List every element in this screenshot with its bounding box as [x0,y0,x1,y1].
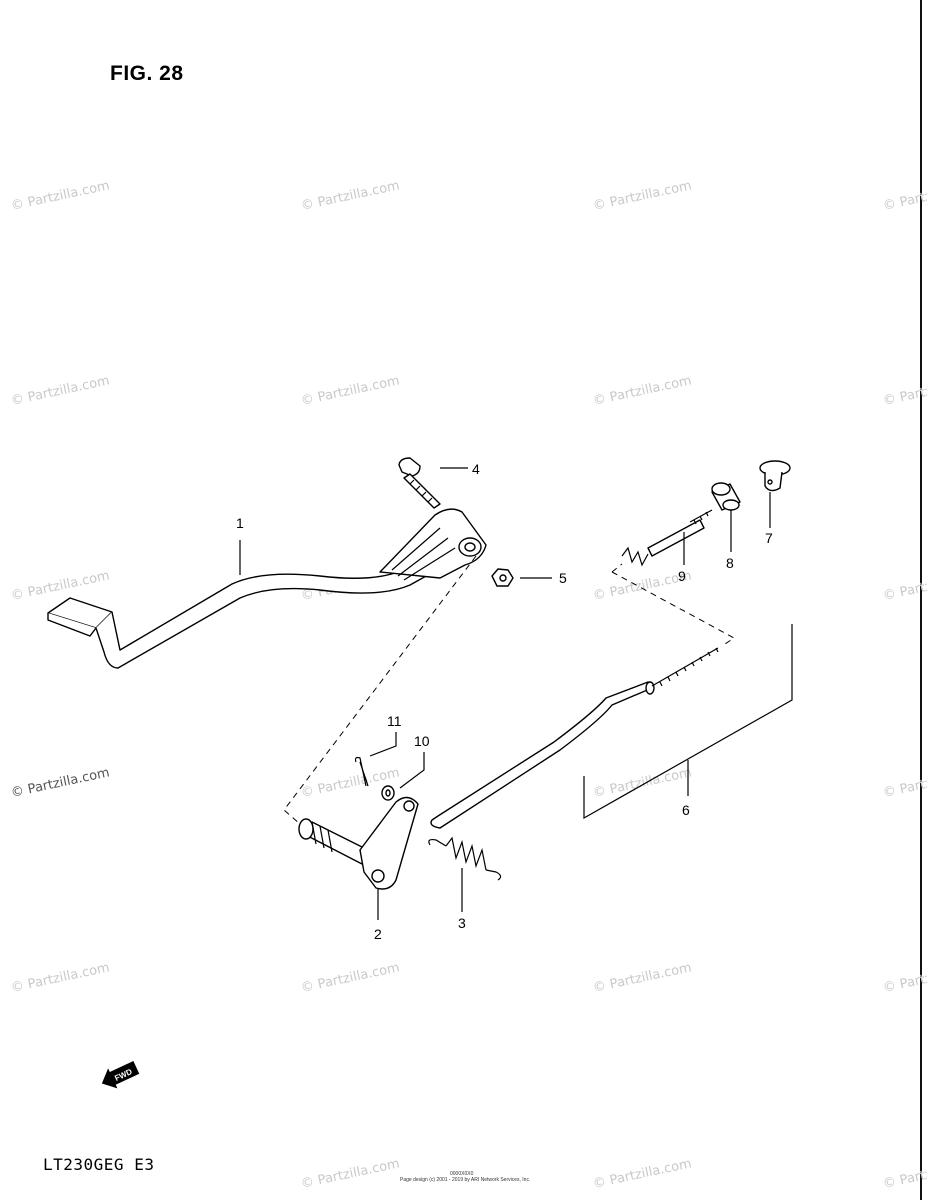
clevis-pin-part-7 [759,460,791,492]
watermark: © Partzilla.com [300,178,401,214]
callout-4: 4 [472,461,480,477]
bolt-part-4 [398,457,441,509]
nut-part-5 [491,568,514,587]
leader-lines [239,467,793,920]
watermark: © Partzilla.com [882,373,927,409]
callout-labels: 1 2 3 4 5 6 7 8 9 10 11 [236,461,773,942]
watermark: © Partzilla.com [882,765,927,801]
watermark: © Partzilla.com [10,960,111,996]
watermark: © Partzilla.com [882,1156,927,1192]
callout-6: 6 [682,802,690,818]
callout-7: 7 [765,530,773,546]
watermark: © Partzilla.com [592,178,693,214]
callout-8: 8 [726,555,734,571]
callout-10: 10 [414,733,430,749]
watermark: © Partzilla.com [592,960,693,996]
callout-1: 1 [236,515,244,531]
brake-rod-part-6 [430,647,719,829]
page-border [920,0,922,1200]
watermark: © Partzilla.com [592,373,693,409]
watermark: © Partzilla.com [300,373,401,409]
callout-11: 11 [387,713,402,729]
model-code: LT230GEG E3 [43,1155,155,1174]
watermark: © Partzilla.com [592,765,693,801]
watermark: © Partzilla.com [10,765,111,801]
watermark: © Partzilla.com [10,568,111,604]
footer-copyright: Page design (c) 2001 - 2019 by ARI Netwo… [400,1177,531,1183]
watermark: © Partzilla.com [882,568,927,604]
fwd-arrow-icon: FWD [101,1061,140,1089]
callout-9: 9 [678,568,686,584]
washer-part-10 [381,785,395,801]
watermark: © Partzilla.com [10,373,111,409]
watermark: © Partzilla.com [300,1156,401,1192]
watermark: © Partzilla.com [882,960,927,996]
callout-5: 5 [559,570,567,586]
footer-code: 0000X0X0 [450,1171,474,1177]
brake-pedal-part-1 [47,508,487,669]
return-spring-part-3 [428,836,502,881]
adjuster-spring-part-9 [621,509,713,567]
watermark: © Partzilla.com [882,178,927,214]
cotter-pin-part-11 [354,756,369,787]
watermark: © Partzilla.com [300,960,401,996]
figure-title: FIG. 28 [110,62,184,85]
callout-3: 3 [458,915,466,931]
rod-joint-part-8 [711,482,741,511]
watermark: © Partzilla.com [10,178,111,214]
watermark-layer: © Partzilla.com © Partzilla.com © Partzi… [10,178,927,1192]
watermark: © Partzilla.com [592,1156,693,1192]
brake-shaft-part-2 [298,796,419,890]
callout-2: 2 [374,926,382,942]
